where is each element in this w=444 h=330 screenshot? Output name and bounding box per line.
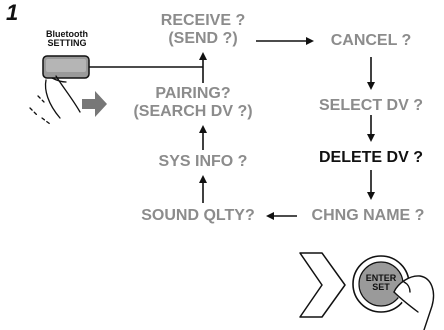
menu-item-sys-info: SYS INFO ? [158, 153, 248, 170]
menu-item-cancel: CANCEL ? [330, 32, 412, 49]
bluetooth-setting-label: Bluetooth SETTING [36, 30, 98, 48]
menu-item-receive: RECEIVE ? (SEND ?) [143, 12, 263, 48]
enter-label: ENTER [365, 273, 397, 283]
receive-label: RECEIVE ? [160, 12, 246, 29]
bluetooth-label-line2: SETTING [47, 38, 87, 48]
bluetooth-setting-button-graphic [42, 55, 90, 79]
menu-item-sound-qlty: SOUND QLTY? [141, 207, 255, 224]
menu-item-pairing: PAIRING? (SEARCH DV ?) [100, 85, 286, 121]
bluetooth-label-line1: Bluetooth [46, 29, 88, 39]
send-label: (SEND ?) [168, 30, 238, 47]
enter-set-label: ENTER SET [361, 274, 401, 292]
flow-arrows [199, 37, 375, 220]
step-number: 1 [6, 0, 19, 25]
menu-item-delete-dv: DELETE DV ? [318, 149, 423, 166]
enter-finger-icon [393, 275, 435, 330]
pairing-label: PAIRING? [155, 85, 231, 102]
search-dv-label: (SEARCH DV ?) [133, 103, 253, 120]
menu-item-chng-name: CHNG NAME ? [311, 207, 425, 224]
gray-block-arrow-icon [82, 91, 107, 117]
set-label: SET [372, 282, 390, 292]
chevron-arrow-icon [299, 252, 346, 318]
enter-set-button-graphic [352, 255, 410, 313]
finger-press-icon [29, 75, 81, 125]
menu-item-select-dv: SELECT DV ? [318, 97, 423, 114]
